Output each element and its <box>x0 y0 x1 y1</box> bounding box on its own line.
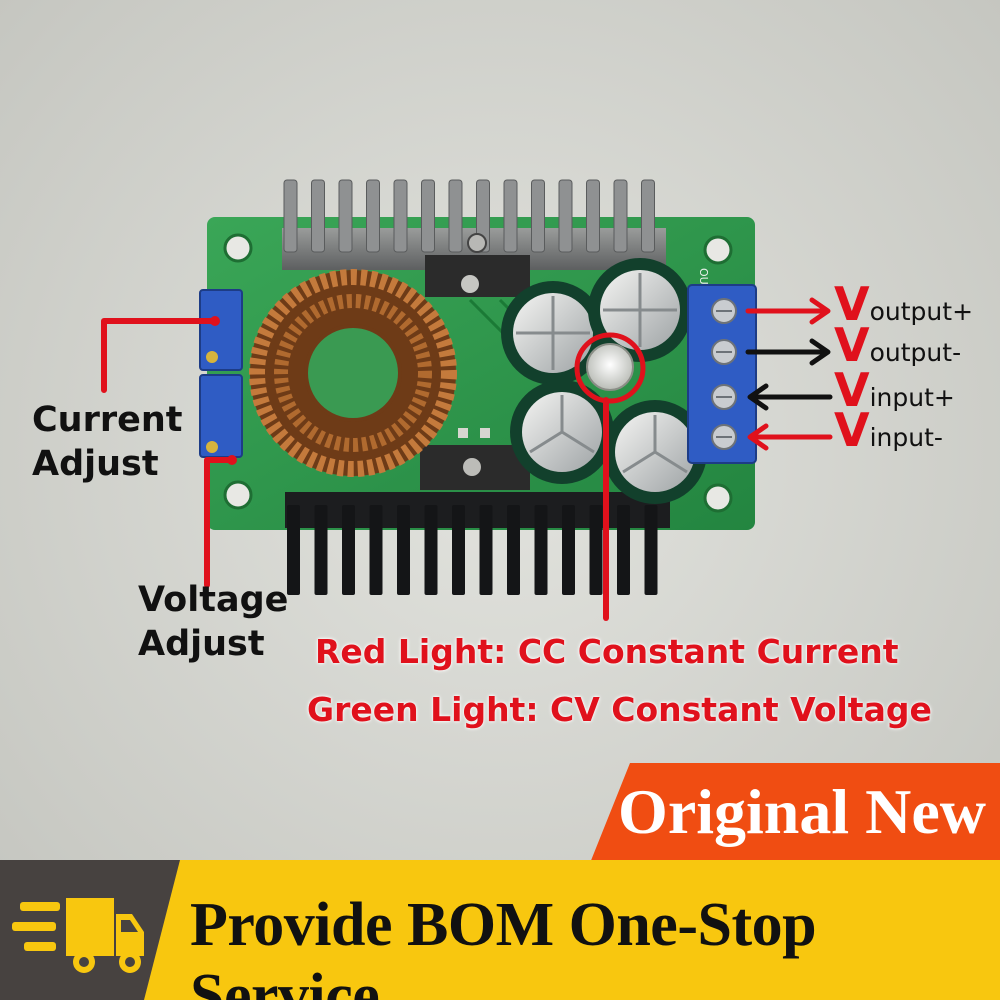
led-highlight-circle <box>574 332 646 404</box>
current-adjust-line1: Current <box>32 400 183 440</box>
green-light-label: Green Light: CV Constant Voltage <box>307 690 932 729</box>
current-adjust-pointer <box>101 318 218 393</box>
top-heatsink <box>282 179 666 297</box>
terminal-label: Voutput- <box>834 318 961 372</box>
heatsink-fin <box>342 505 355 595</box>
heatsink-fin <box>393 179 408 253</box>
heatsink-fin <box>617 505 630 595</box>
heatsink-fin <box>314 505 328 595</box>
bom-service-text: Provide BOM One-Stop Service <box>190 891 817 1000</box>
heatsink-fin <box>531 179 545 253</box>
capacitor-bottom-right <box>603 400 707 504</box>
voltage-adjust-label: Voltage Adjust <box>138 578 288 666</box>
heatsink-fin <box>311 179 325 253</box>
annotations <box>101 297 833 621</box>
red-light-label: Red Light: CC Constant Current <box>315 632 899 671</box>
terminal-arrow <box>745 338 831 366</box>
heatsink-fin <box>562 505 575 595</box>
terminal-arrow <box>747 423 833 451</box>
delivery-truck-icon <box>12 898 144 973</box>
heatsink-fin <box>613 179 628 253</box>
original-new-banner: Original New <box>590 763 1000 863</box>
voltage-adjust-pointer <box>204 457 235 588</box>
heatsink-fin <box>424 505 438 595</box>
terminal-arrow <box>745 297 831 325</box>
voltage-adjust-line1: Voltage <box>138 580 289 620</box>
terminal-label-letter: V <box>834 277 870 331</box>
heatsink-fin <box>534 505 548 595</box>
heatsink-fin <box>558 179 573 253</box>
voltage-potentiometer <box>199 374 243 458</box>
capacitor-bottom-left <box>510 380 614 484</box>
heatsink-fin <box>397 505 410 595</box>
heatsink-fin <box>479 505 493 595</box>
original-new-text: Original New <box>618 776 986 847</box>
status-led <box>586 343 634 391</box>
terminal-label: Voutput+ <box>834 277 973 331</box>
heatsink-fin <box>287 505 300 595</box>
heatsink-fin <box>452 505 465 595</box>
terminal-label-text: input+ <box>869 383 955 412</box>
heatsink-fin <box>641 179 655 253</box>
heatsink-fin <box>448 179 463 253</box>
toroid-inductor <box>249 269 457 477</box>
terminal-label: Vinput+ <box>834 363 955 417</box>
terminal-label-text: input- <box>869 423 943 452</box>
heatsink-fin <box>366 179 380 253</box>
terminal-label-letter: V <box>834 318 870 372</box>
heatsink-fin <box>589 505 603 595</box>
current-adjust-label: Current Adjust <box>32 398 183 486</box>
heatsink-fin <box>283 179 298 253</box>
heatsink-fin <box>338 179 353 253</box>
terminal-label: Vinput- <box>834 403 943 457</box>
truck-panel <box>0 860 180 1000</box>
terminal-label-text: output- <box>869 338 962 367</box>
heatsink-fin <box>503 179 518 253</box>
bom-service-banner: Provide BOM One-Stop Service <box>0 860 1000 1000</box>
heatsink-fin <box>586 179 600 253</box>
voltage-adjust-line2: Adjust <box>138 624 265 664</box>
heatsink-fin <box>644 505 658 595</box>
heatsink-fin <box>421 179 435 253</box>
current-adjust-line2: Adjust <box>32 444 159 484</box>
terminal-label-letter: V <box>834 403 870 457</box>
terminal-label-text: output+ <box>869 297 974 326</box>
current-potentiometer <box>199 289 243 371</box>
terminal-label-letter: V <box>834 363 870 417</box>
heatsink-fin <box>369 505 383 595</box>
terminal-arrow <box>747 383 833 411</box>
terminal-block <box>687 284 757 464</box>
heatsink-fin <box>507 505 520 595</box>
